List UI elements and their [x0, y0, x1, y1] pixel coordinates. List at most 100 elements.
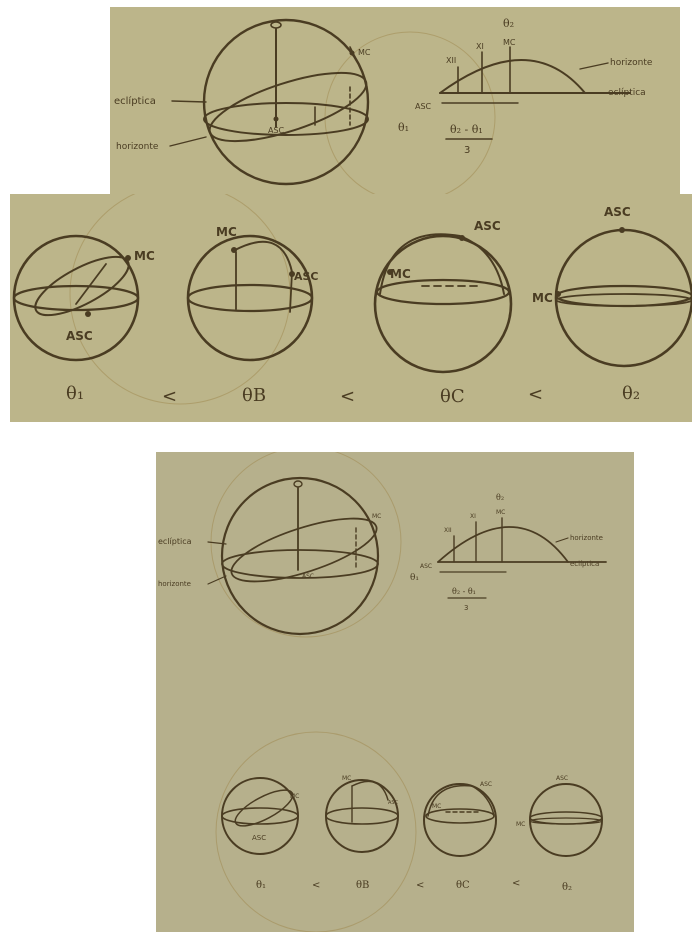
horizon-ellipse	[326, 808, 398, 824]
mc-point	[231, 247, 237, 253]
ecliptica-label: eclíptica	[158, 537, 192, 546]
pole-marker	[271, 22, 281, 28]
asc-label: ASC	[474, 219, 501, 233]
celestial-sphere	[222, 478, 378, 634]
arc-ecliptica-label: eclíptica	[608, 88, 646, 98]
mc-label: MC	[134, 249, 155, 263]
mc-label: MC	[432, 803, 441, 810]
arc-mc-label: MC	[503, 38, 516, 47]
sphere-outline	[188, 236, 312, 360]
sphere-thetaB-small: MC ASC θB	[326, 775, 399, 891]
sphere-theta1-small: MC ASC θ₁	[222, 778, 299, 891]
photo-bottom-full-sheet: MC ASC eclíptica horizonte θ₁ θ₂ XII XI …	[156, 452, 634, 932]
arc-asc-label: ASC	[415, 102, 432, 111]
less-than-3: <	[528, 384, 543, 405]
theta-label: θB	[356, 880, 369, 891]
roman-xii-label: XII	[446, 56, 456, 65]
fraction-numerator: θ₂ - θ₁	[450, 123, 483, 136]
horizon-arc	[440, 60, 585, 93]
horizonte-label: horizonte	[158, 580, 191, 588]
arc-asc-label: ASC	[420, 563, 432, 570]
less-than-2: <	[416, 880, 424, 891]
meridian-line	[76, 264, 106, 304]
mc-label: MC	[290, 793, 299, 800]
roman-xi-label: XI	[470, 513, 476, 520]
sphere-theta2-small: ASC MC θ₂	[516, 775, 602, 893]
asc-label: ASC	[556, 775, 568, 782]
less-than-2: <	[340, 386, 355, 407]
mc-label: MC	[216, 225, 237, 239]
asc-label: ASC	[480, 781, 492, 788]
mc-point	[555, 291, 561, 297]
mc-label: MC	[342, 775, 351, 782]
asc-label: ASC	[66, 329, 93, 343]
theta-label: θ₂	[622, 383, 640, 404]
horizon-ellipse	[14, 286, 138, 310]
theta1-label: θ₁	[410, 573, 419, 583]
mc-label: MC	[372, 513, 381, 520]
fraction-denominator: 3	[464, 145, 470, 156]
horizonte-pointer	[170, 137, 206, 146]
ecliptica-label: eclíptica	[114, 95, 156, 107]
ecliptic-arc	[352, 781, 388, 800]
arc-horizonte-label: horizonte	[610, 58, 653, 68]
mc-label: MC	[390, 267, 411, 281]
asc-label: ASC	[604, 205, 631, 219]
sphere-thetaC-small: MC ASC θC	[424, 781, 496, 891]
theta1-label: θ₁	[398, 121, 409, 134]
asc-point	[459, 235, 465, 241]
less-than-1: <	[312, 880, 320, 891]
sphere-sequence-middle: MC ASC θ₁ < MC ASC θB < MC	[10, 194, 692, 422]
mc-label: MC	[358, 48, 371, 57]
sphere-thetaC: MC ASC θC	[375, 219, 511, 407]
celestial-sphere-diagram-top: MC ASC eclíptica horizonte θ₁ θ₂ XII XI …	[110, 7, 680, 195]
faint-background-circle	[70, 194, 290, 404]
faint-background-circle-top	[211, 452, 401, 637]
ecliptic-arc	[380, 234, 504, 294]
sphere-outline	[556, 230, 692, 366]
asc-label: ASC	[388, 800, 399, 806]
asc-point	[85, 311, 91, 317]
sphere-theta1: MC ASC θ₁	[14, 236, 155, 404]
theta-label: θC	[440, 386, 465, 407]
asc-point	[274, 117, 279, 122]
fraction-numerator: θ₂ - θ₁	[452, 587, 476, 596]
theta-label: θB	[242, 385, 266, 406]
arc-horizonte-label: horizonte	[570, 534, 603, 542]
sphere-outline	[530, 784, 602, 856]
sphere-thetaB: MC ASC θB	[188, 225, 319, 406]
photo-middle-sphere-sequence: MC ASC θ₁ < MC ASC θB < MC	[10, 194, 692, 422]
asc-point	[619, 227, 625, 233]
horizon-ellipse	[204, 103, 368, 135]
asc-label: ASC	[252, 834, 266, 842]
arc-horizonte-pointer	[556, 538, 568, 542]
ecliptic-ellipse	[530, 818, 602, 824]
asc-label: ASC	[302, 573, 314, 580]
sphere-outline	[326, 780, 398, 852]
theta-label: θ₁	[66, 383, 84, 404]
roman-xi-label: XI	[476, 42, 484, 51]
arc-ecliptica-label: eclíptica	[570, 560, 599, 568]
mc-label: MC	[532, 291, 553, 305]
asc-label: ASC	[294, 270, 319, 283]
arc-horizonte-pointer	[580, 63, 608, 69]
pole-marker	[294, 481, 302, 487]
mc-point	[125, 255, 131, 261]
ecliptic-ellipse	[556, 294, 692, 306]
mc-label: MC	[516, 821, 525, 828]
asc-line	[290, 272, 292, 312]
theta-label: θ₂	[562, 882, 572, 893]
roman-xii-label: XII	[444, 527, 452, 534]
horizonte-pointer	[208, 576, 226, 584]
less-than-1: <	[162, 386, 177, 407]
horizon-ellipse	[426, 809, 494, 823]
horizon-ellipse	[188, 285, 312, 311]
horizon-ellipse	[377, 280, 509, 304]
theta2-label: θ₂	[503, 17, 514, 30]
photo-top-diagram: MC ASC eclíptica horizonte θ₁ θ₂ XII XI …	[110, 7, 680, 195]
full-sheet-diagram: MC ASC eclíptica horizonte θ₁ θ₂ XII XI …	[156, 452, 634, 932]
fraction-denominator: 3	[464, 604, 468, 612]
asc-label: ASC	[268, 126, 285, 135]
less-than-3: <	[512, 878, 520, 889]
theta2-label: θ₂	[496, 493, 504, 502]
